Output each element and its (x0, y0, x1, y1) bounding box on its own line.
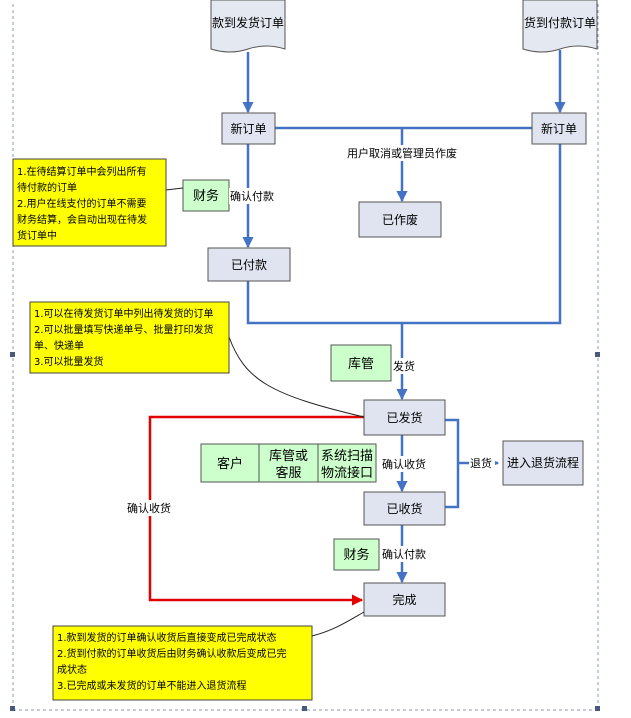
role-finance-top: 财务 (182, 179, 230, 212)
note3-line3: 成状态 (57, 663, 87, 676)
node-shipped: 已发货 (363, 399, 446, 436)
callout1-connector (165, 187, 184, 191)
note-shipping: 1.可以在待发货订单中列出待发货的订单 2.可以批量填写快递单号、批量打印发货 … (29, 301, 230, 374)
node-new-order-right-label: 新订单 (541, 121, 577, 136)
note-completion: 1.款到发货的订单确认收货后直接变成已完成状态 2.货到付款的订单收货后由财务确… (52, 625, 313, 701)
node-complete-label: 完成 (392, 592, 416, 607)
doc-cbd-orders: 货到付款订单 (522, 0, 598, 53)
note1-line1: 1.在待结算订单中会列出所有 (17, 165, 147, 178)
note-settlement: 1.在待结算订单中会列出所有 待付款的订单 2.用户在线支付的订单不需要 财务结… (12, 158, 167, 247)
node-voided: 已作废 (358, 201, 442, 238)
callout2-connector (228, 336, 365, 418)
callout-connectors (165, 187, 365, 637)
note2-line2: 2.可以批量填写快递单号、批量打印发货 (34, 323, 214, 336)
node-received-label: 已收货 (386, 501, 422, 516)
node-paid-label: 已付款 (231, 258, 267, 272)
role-finance-bottom-label: 财务 (343, 547, 369, 563)
edge-label-confirm-receipt-red: 确认收货 (127, 501, 171, 515)
node-return-flow-label: 进入退货流程 (507, 455, 579, 470)
edge-label-confirm-receipt: 确认收货 (382, 457, 426, 471)
role-warehouse: 库管 (330, 344, 392, 382)
role-finance-bottom: 财务 (333, 538, 380, 571)
edge-label-return: 退货 (470, 456, 492, 470)
node-complete: 完成 (363, 582, 446, 617)
role-customer: 客户 (200, 443, 260, 483)
edge-labels: 用户取消或管理员作废 确认付款 发货 确认收货 退货 确认付款 确认收货 (126, 145, 495, 562)
role-system-scan-line2: 物流接口 (321, 465, 373, 481)
role-warehouse-or-cs: 库管或 客服 (258, 443, 319, 483)
node-paid: 已付款 (207, 247, 291, 282)
doc-cod-label: 款到发货订单 (212, 15, 284, 30)
note2-line1: 1.可以在待发货订单中列出待发货的订单 (34, 307, 214, 320)
role-warehouse-label: 库管 (348, 356, 374, 372)
edge-label-cancel: 用户取消或管理员作废 (347, 146, 457, 160)
node-new-order-right: 新订单 (531, 112, 587, 145)
edge-label-confirm-pay-top: 确认付款 (230, 189, 274, 203)
role-customer-label: 客户 (217, 456, 243, 472)
note1-line5: 货订单中 (17, 229, 57, 242)
note3-line4: 3.已完成或未发货的订单不能进入退货流程 (57, 679, 247, 692)
edge-return-connector (445, 418, 460, 509)
note3-line2: 2.货到付款的订单收货后由财务确认收款后变成已完 (57, 647, 287, 660)
callout3-connector (311, 611, 365, 637)
node-new-order-left-label: 新订单 (230, 121, 266, 136)
note1-line3: 2.用户在线支付的订单不需要 (17, 197, 147, 210)
edge-paid-and-new-right-merge (246, 144, 562, 325)
node-received: 已收货 (363, 491, 446, 526)
node-return-flow: 进入退货流程 (502, 440, 584, 486)
svg-text:1.在待结算订单中会列出所有 待付款的订单: 1.在待结算订单中会列出所有 待付款的订单 2.用户在线支付的订单不需要 财务结… (17, 165, 150, 242)
svg-text:1.款到发货的订单确认收货后直接变成已完成状态: 1.款到发货的订单确认收货后直接变成已完成状态 2.货到付款的订单收货后由财务确… (57, 631, 290, 692)
edge-label-confirm-pay-bottom: 确认付款 (382, 547, 426, 561)
doc-cbd-label: 货到付款订单 (524, 15, 596, 30)
doc-cod-orders: 款到发货订单 (210, 0, 286, 53)
role-warehouse-or-cs-line2: 客服 (275, 465, 301, 481)
role-system-scan-line1: 系统扫描 (321, 449, 373, 464)
page-frame (10, 4, 600, 711)
node-shipped-label: 已发货 (386, 410, 422, 425)
svg-text:1.可以在待发货订单中列出待发货的订单 2.可以: 1.可以在待发货订单中列出待发货的订单 2.可以批量填写快递单号、批量打印发货 … (34, 307, 217, 368)
note2-line3: 单、快递单 (34, 339, 84, 352)
note3-line1: 1.款到发货的订单确认收货后直接变成已完成状态 (57, 631, 277, 644)
edge-label-ship: 发货 (393, 359, 415, 373)
node-new-order-left: 新订单 (221, 112, 276, 145)
role-system-scan: 系统扫描 物流接口 (317, 443, 377, 483)
note1-line2: 待付款的订单 (17, 181, 77, 194)
role-warehouse-or-cs-line1: 库管或 (269, 448, 308, 464)
note2-line4: 3.可以批量发货 (34, 355, 104, 368)
note1-line4: 财务结算，会自动出现在待发 (17, 213, 147, 226)
node-voided-label: 已作废 (382, 212, 418, 227)
role-finance-top-label: 财务 (193, 188, 219, 204)
